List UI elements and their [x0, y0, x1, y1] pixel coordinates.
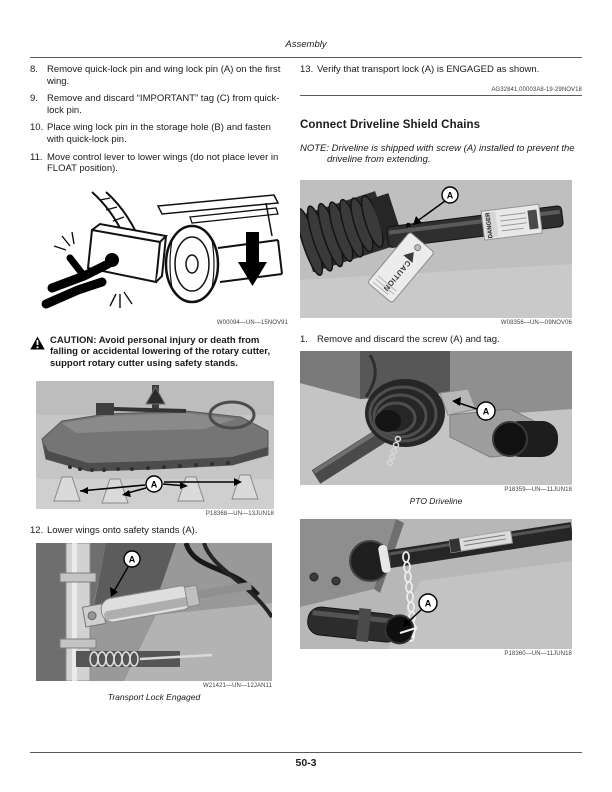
step-number: 12. [30, 524, 44, 536]
footer-rule [30, 752, 582, 753]
callout-a-marker [476, 401, 496, 422]
figure-pto-driveline: A P18359—UN—11JUN18 PTO Driveline [300, 351, 572, 506]
step-text: Lower wings onto safety stands (A). [47, 524, 198, 536]
figure-code: P18359—UN—11JUN18 [504, 487, 572, 494]
figure-code: P18360—UN—11JUN18 [504, 651, 572, 658]
crush-hazard-illustration [41, 191, 283, 309]
step-number: 10. [30, 122, 44, 134]
running-header: Assembly [285, 39, 327, 50]
danger-label-text: DANGER [485, 211, 494, 238]
figure-safety-stands: A P18368—UN—13JUN18 [36, 380, 274, 517]
step-10: 10. Place wing lock pin in the storage h… [30, 122, 292, 145]
figure-code: W21421—UN—12JAN11 [203, 683, 272, 690]
figure-code: P18368—UN—13JUN18 [205, 510, 274, 517]
caution-text: CAUTION: Avoid personal injury or death … [50, 334, 271, 369]
figure-caption: Transport Lock Engaged [107, 692, 201, 703]
figure-code: W00094—UN—15NOV91 [216, 319, 288, 326]
step-12: 12. Lower wings onto safety stands (A). [30, 525, 292, 537]
step-text: Place wing lock pin in the storage hole … [47, 122, 271, 145]
figure-driveline-tag: DANGER CAUTION [300, 179, 572, 326]
callout-a-marker [441, 186, 459, 204]
figure-crush-hazard: W00094—UN—15NOV91 [40, 190, 288, 326]
callout-a-letter: A [447, 190, 454, 200]
callout-a-letter: A [425, 599, 432, 609]
warning-triangle-icon [30, 335, 45, 370]
shield-chain-photo: A [300, 519, 572, 650]
callout-a-letter: A [129, 555, 136, 565]
page-number: 50-3 [295, 757, 317, 769]
step-number: 13. [300, 64, 314, 75]
right-column: 13. Verify that transport lock (A) is EN… [300, 64, 582, 657]
left-column: 8. Remove quick-lock pin and wing lock p… [30, 64, 292, 702]
figure-shield-chain: A P18360—UN—11JUN18 [300, 519, 572, 657]
step-number: 8. [30, 64, 38, 75]
step-number: 9. [30, 93, 38, 105]
step-1: 1. Remove and discard the screw (A) and … [300, 334, 582, 346]
figure-code: W08356—UN—09NOV06 [500, 319, 572, 326]
callout-a-marker [145, 474, 163, 493]
figure-transport-lock: A W21421—UN—12JAN11 Transport Lock Engag… [36, 543, 272, 702]
section-rule [300, 94, 582, 96]
callout-a-letter: A [151, 479, 158, 489]
safety-stands-photo: A [36, 380, 274, 509]
step-text: Remove quick-lock pin and wing lock pin … [47, 64, 281, 87]
step-number: 1. [300, 333, 308, 345]
step-13: 13. Verify that transport lock (A) is EN… [300, 64, 582, 76]
step-text: Verify that transport lock (A) is ENGAGE… [317, 64, 540, 75]
callout-a-letter: A [483, 407, 490, 417]
step-text: Remove and discard “IMPORTANT” tag (C) f… [47, 93, 280, 116]
caution-block: CAUTION: Avoid personal injury or death … [30, 335, 292, 370]
step-text: Remove and discard the screw (A) and tag… [317, 333, 500, 345]
step-11: 11. Move control lever to lower wings (d… [30, 152, 292, 175]
step-8: 8. Remove quick-lock pin and wing lock p… [30, 64, 292, 87]
step-number: 11. [30, 151, 43, 163]
step-9: 9. Remove and discard “IMPORTANT” tag (C… [30, 93, 292, 116]
driveline-tag-photo: DANGER CAUTION [300, 179, 572, 318]
section-code: AG32841,00003A8-19-29NOV18 [491, 86, 582, 93]
header-rule [30, 57, 582, 58]
transport-lock-photo: A [36, 543, 272, 682]
note-text: NOTE: Driveline is shipped with screw (A… [300, 142, 575, 166]
callout-a-marker [418, 593, 438, 614]
callout-a-marker [123, 550, 141, 568]
step-text: Move control lever to lower wings (do no… [47, 151, 279, 175]
figure-caption: PTO Driveline [409, 496, 463, 507]
section-heading: Connect Driveline Shield Chains [300, 118, 481, 131]
pto-driveline-photo: A [300, 351, 572, 486]
